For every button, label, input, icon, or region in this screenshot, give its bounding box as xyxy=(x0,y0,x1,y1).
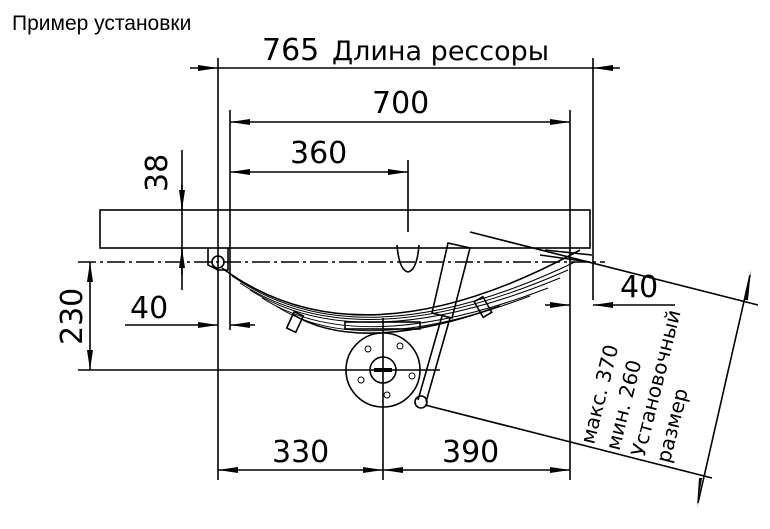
frame-beam xyxy=(99,209,591,249)
dimension-value: 360 xyxy=(290,136,347,171)
dimension-value: 230 xyxy=(55,288,90,345)
dimension-value: 390 xyxy=(442,435,499,470)
dimension-label: Длина рессоры xyxy=(332,36,549,67)
dimension-230: 230 xyxy=(55,262,93,370)
spring-eye xyxy=(211,255,225,269)
extension-lines xyxy=(181,58,594,480)
dimension-value: 40 xyxy=(130,291,168,326)
dimension-40-right: 40 xyxy=(545,270,675,308)
dimension-value: 38 xyxy=(140,154,175,192)
bump-stop xyxy=(396,244,420,273)
dimension-value: 700 xyxy=(372,86,429,121)
dimension-value: 330 xyxy=(272,435,329,470)
page-title: Пример установки xyxy=(12,12,192,35)
wheel-hub xyxy=(345,330,421,410)
dimension-38: 38 xyxy=(140,154,185,275)
dimension-765: 765 Длина рессоры xyxy=(190,33,620,71)
dimension-40-left: 40 xyxy=(125,291,255,328)
dimension-value: 765 xyxy=(262,33,319,68)
dimension-value: 40 xyxy=(620,270,658,305)
dimension-360: 360 xyxy=(230,136,408,175)
leaf-spring xyxy=(221,249,593,334)
shock-absorber xyxy=(414,242,471,409)
svg-text:Длина рессоры: Длина рессоры xyxy=(332,36,549,67)
svg-text:765: 765 xyxy=(262,33,319,68)
dimension-330-390: 330 390 xyxy=(218,435,570,473)
dimension-700: 700 xyxy=(230,86,570,125)
front-hanger xyxy=(207,248,229,271)
